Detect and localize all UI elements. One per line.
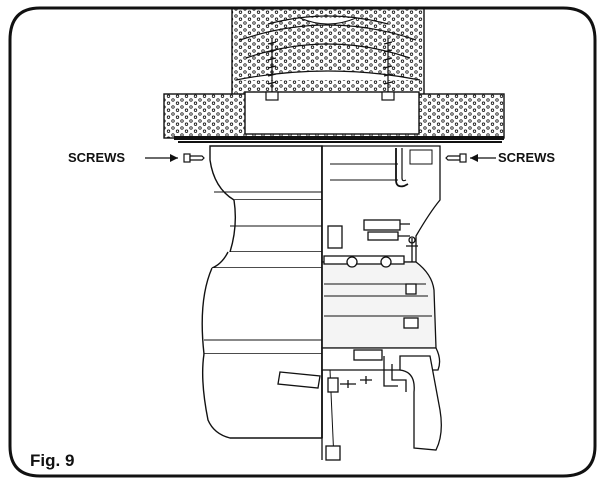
screw-icon <box>183 153 205 163</box>
fan-housing-cutaway <box>321 145 442 451</box>
ceiling-insulation <box>163 91 505 139</box>
screw-icon <box>445 153 467 163</box>
mounting-plate <box>174 136 504 143</box>
figure-caption: Fig. 9 <box>30 451 74 470</box>
ceiling-screws <box>265 38 395 101</box>
screws-left-label: SCREWS <box>68 150 125 165</box>
ceiling-joist <box>231 8 425 94</box>
screws-right-callout: SCREWS <box>445 150 555 165</box>
fan-housing-left <box>201 145 323 439</box>
screws-right-label: SCREWS <box>498 150 555 165</box>
screws-left-callout: SCREWS <box>68 150 205 165</box>
hanging-wires <box>277 369 356 461</box>
